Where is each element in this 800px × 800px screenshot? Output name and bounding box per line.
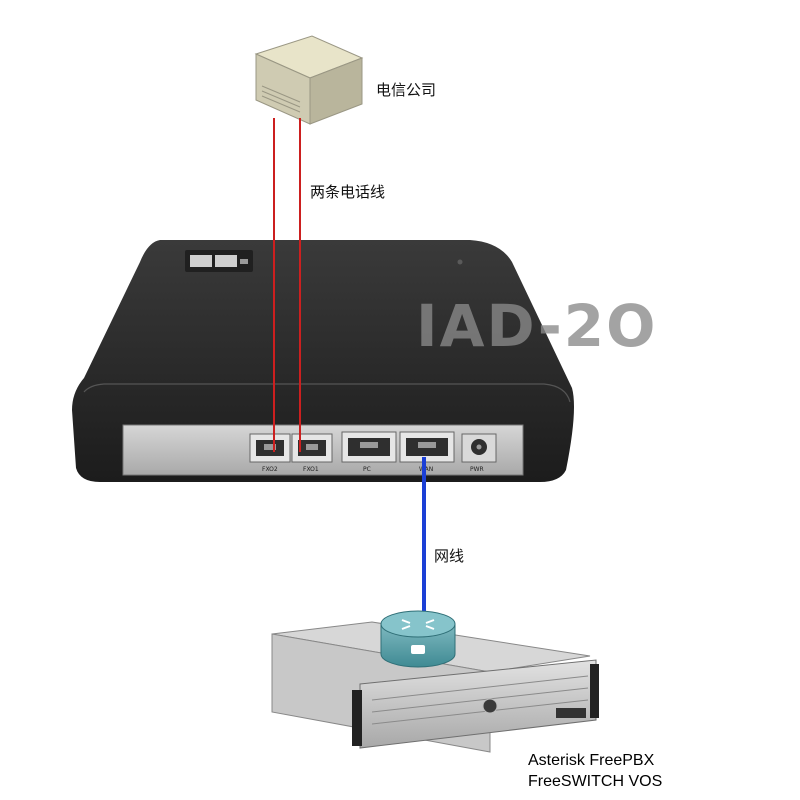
wan-port bbox=[399, 431, 455, 463]
pc-port bbox=[341, 431, 397, 463]
telecom-building-icon bbox=[254, 35, 364, 125]
pwr-label: PWR bbox=[470, 466, 484, 473]
phone-lines-label: 两条电话线 bbox=[310, 183, 386, 201]
telecom-label: 电信公司 bbox=[376, 81, 437, 99]
device-model-label: IAD-2O bbox=[416, 292, 658, 360]
network-cable-label: 网线 bbox=[434, 547, 465, 565]
server-software-line2: FreeSWITCH VOS bbox=[528, 773, 663, 790]
fxo1-port bbox=[291, 433, 333, 463]
iad-device: FXO2 FXO1 PC WAN PWR bbox=[72, 240, 574, 482]
router-icon bbox=[380, 610, 456, 668]
brand-logo bbox=[185, 250, 253, 272]
power-port bbox=[461, 433, 497, 463]
fxo2-port bbox=[249, 433, 291, 463]
server-software-line1: Asterisk FreePBX bbox=[528, 752, 655, 769]
fxo1-label: FXO1 bbox=[303, 466, 319, 473]
fxo2-label: FXO2 bbox=[262, 466, 278, 473]
status-led bbox=[457, 259, 463, 265]
wan-label: WAN bbox=[419, 466, 433, 473]
pc-label: PC bbox=[363, 466, 371, 473]
